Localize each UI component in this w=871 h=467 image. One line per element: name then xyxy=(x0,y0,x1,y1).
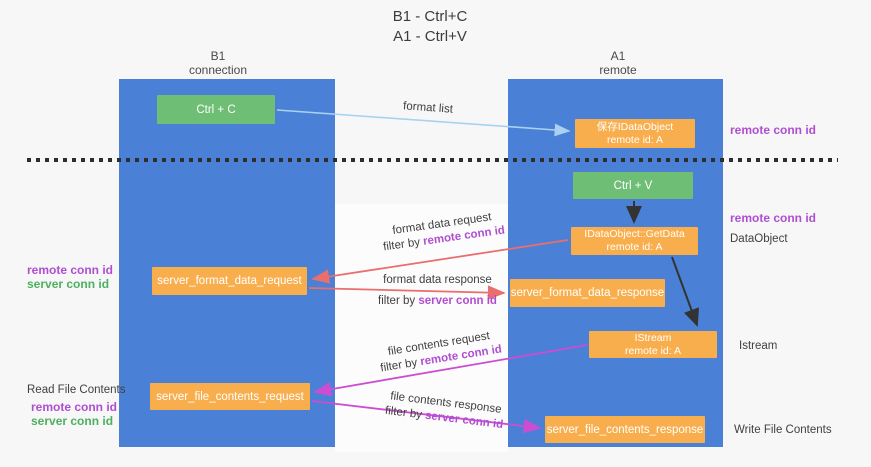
dashed-divider-line xyxy=(27,158,838,162)
right-dataobject-label: DataObject xyxy=(730,233,788,245)
ctrl-v-label: Ctrl + V xyxy=(613,179,653,192)
format-data-response-label: format data response xyxy=(383,274,492,286)
ctrl-c-label: Ctrl + C xyxy=(196,103,236,116)
flow-label-format-list: format list xyxy=(393,100,464,117)
node-ctrl-c: Ctrl + C xyxy=(157,95,275,124)
save-idataobject-line1: 保存IDataObject xyxy=(596,120,674,133)
right-column-header: A1 remote xyxy=(558,49,678,77)
left-server-conn-id-top: server conn id xyxy=(27,277,110,291)
title-line-1: B1 - Ctrl+C xyxy=(392,8,468,25)
right-remote-conn-id-top: remote conn id xyxy=(730,123,817,137)
right-write-file-contents-label: Write File Contents xyxy=(734,424,832,436)
node-server-format-data-response: server_format_data_response xyxy=(510,279,665,307)
format-data-response-filter: filter by server conn id xyxy=(360,295,515,307)
node-server-format-data-request: server_format_data_request xyxy=(152,267,307,295)
istream-line2: remote id: A xyxy=(624,344,682,357)
left-column-name: B1 xyxy=(210,49,226,63)
right-remote-conn-id-mid: remote conn id xyxy=(730,211,817,225)
server-format-data-request-label: server_format_data_request xyxy=(157,275,302,287)
right-column-name: A1 xyxy=(610,49,626,63)
getdata-line2: remote id: A xyxy=(606,241,663,253)
node-save-idataobject: 保存IDataObject remote id: A xyxy=(575,119,695,148)
filter-value: server conn id xyxy=(418,295,497,307)
right-istream-label: Istream xyxy=(739,340,778,352)
istream-line1: IStream xyxy=(634,331,672,344)
left-read-file-contents-label: Read File Contents xyxy=(27,384,126,396)
server-file-contents-response-label: server_file_contents_response xyxy=(546,423,704,436)
left-column-header: B1 connection xyxy=(158,49,278,77)
server-file-contents-request-label: server_file_contents_request xyxy=(156,390,304,403)
filter-prefix: filter by xyxy=(378,295,416,307)
node-ctrl-v: Ctrl + V xyxy=(573,172,693,199)
node-server-file-contents-response: server_file_contents_response xyxy=(545,416,705,443)
server-format-data-response-label: server_format_data_response xyxy=(510,287,665,299)
node-server-file-contents-request: server_file_contents_request xyxy=(150,383,310,410)
left-remote-conn-id-bottom: remote conn id xyxy=(31,400,118,414)
format-list-label: format list xyxy=(402,100,454,116)
getdata-line1: IDataObject::GetData xyxy=(584,228,685,240)
node-istream: IStream remote id: A xyxy=(589,331,717,358)
save-idataobject-line2: remote id: A xyxy=(606,133,664,146)
diagram-title: B1 - Ctrl+C A1 - Ctrl+V xyxy=(330,7,530,47)
left-remote-conn-id-top: remote conn id xyxy=(27,263,114,277)
title-line-2: A1 - Ctrl+V xyxy=(393,28,467,45)
flow-label-format-data-response: format data response filter by server co… xyxy=(360,274,515,307)
left-column-subtitle: connection xyxy=(188,63,248,77)
node-idataobject-getdata: IDataObject::GetData remote id: A xyxy=(571,227,698,255)
right-column-subtitle: remote xyxy=(599,63,637,77)
left-server-conn-id-bottom: server conn id xyxy=(31,414,114,428)
